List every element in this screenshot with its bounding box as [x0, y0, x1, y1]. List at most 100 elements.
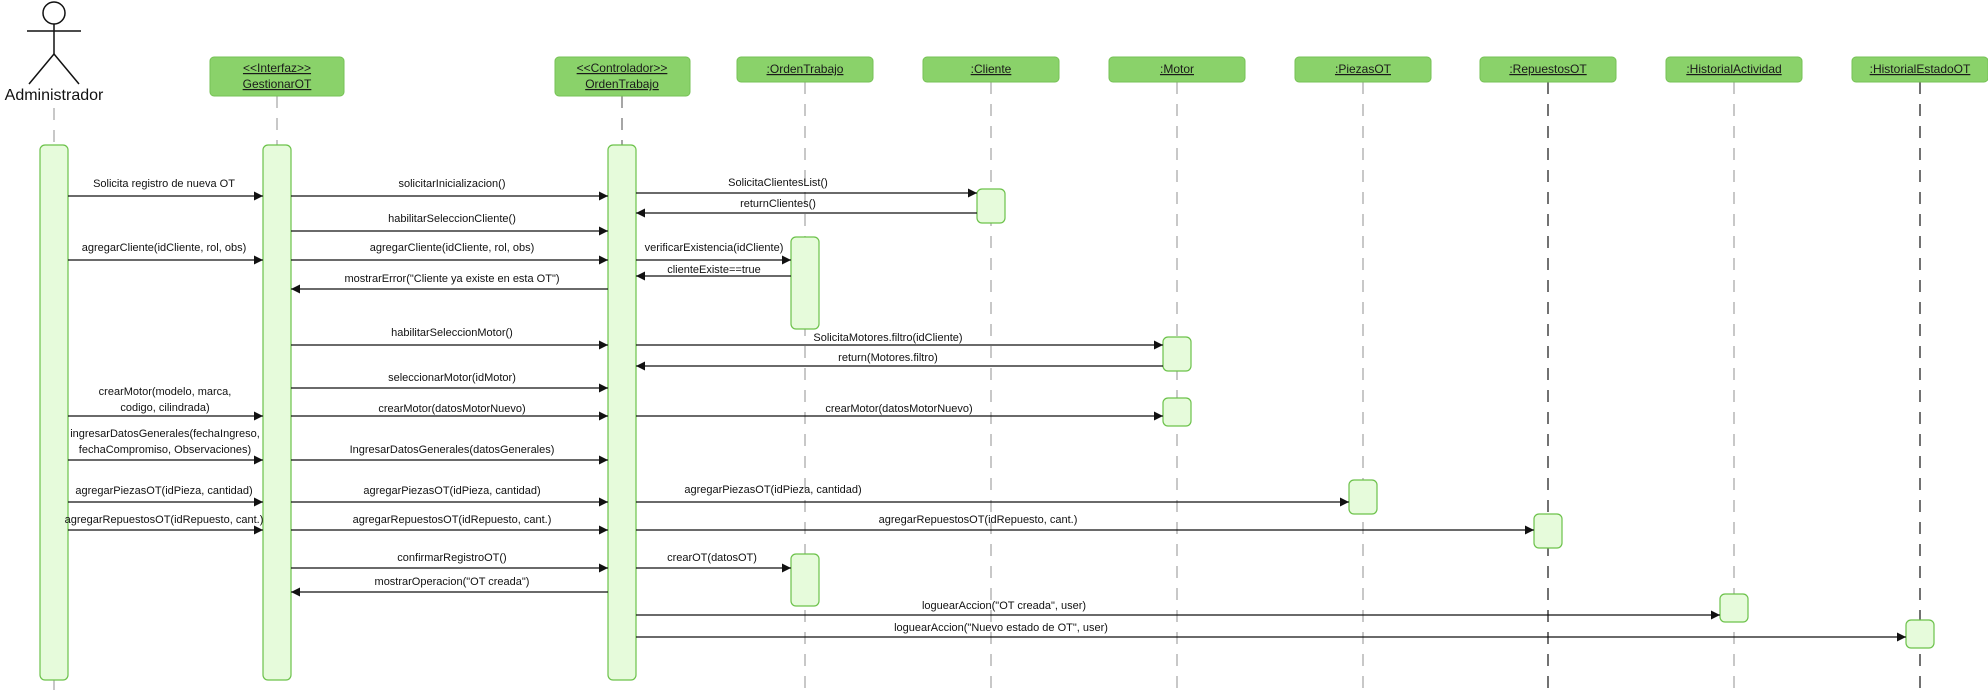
message-ctrl-to-repuestos: agregarRepuestosOT(idRepuesto, cant.) — [636, 514, 1534, 535]
messages: Solicita registro de nueva OT solicitarIn… — [65, 177, 1906, 642]
participant-name: :HistorialEstadoOT — [1870, 62, 1971, 76]
message-label: solicitarInicializacion() — [399, 178, 506, 190]
actor-label: Administrador — [5, 87, 104, 104]
message-label: return(Motores.filtro) — [838, 352, 938, 364]
message-gestion-to-ctrl: habilitarSeleccionCliente() — [291, 213, 608, 236]
message-label: seleccionarMotor(idMotor) — [388, 372, 516, 384]
message-ctrl-to-cliente: SolicitaClientesList() — [636, 177, 977, 198]
participant-ordentrabajo: :OrdenTrabajo — [736, 56, 874, 83]
message-gestion-to-ctrl: agregarPiezasOT(idPieza, cantidad) — [291, 485, 608, 507]
message-label: agregarPiezasOT(idPieza, cantidad) — [363, 485, 540, 497]
message-orden-to-ctrl: clienteExiste==true — [636, 264, 791, 281]
activation-bar — [262, 144, 292, 681]
message-gestion-to-ctrl: agregarRepuestosOT(idRepuesto, cant.) — [291, 514, 608, 535]
message-ctrl-to-orden: verificarExistencia(idCliente) — [636, 242, 791, 265]
message-gestion-to-ctrl: seleccionarMotor(idMotor) — [291, 372, 608, 393]
message-label: Solicita registro de nueva OT — [93, 178, 235, 190]
message-label: crearMotor(datosMotorNuevo) — [378, 403, 525, 415]
activation-bars — [39, 144, 1935, 681]
message-ctrl-to-orden: crearOT(datosOT) — [636, 552, 791, 573]
message-cliente-to-ctrl: returnClientes() — [636, 198, 977, 218]
message-label: returnClientes() — [740, 198, 816, 210]
message-admin-to-gestion: crearMotor(modelo, marca, codigo, cilindr… — [68, 386, 263, 421]
message-label: mostrarError("Cliente ya existe en esta … — [344, 273, 559, 285]
participant-name: :HistorialActividad — [1686, 62, 1781, 76]
message-label: clienteExiste==true — [667, 264, 761, 276]
activation-bar — [39, 144, 69, 681]
participant-gestionarot: <<Interfaz>> GestionarOT — [209, 56, 345, 97]
message-admin-to-gestion: agregarPiezasOT(idPieza, cantidad) — [68, 485, 263, 507]
message-label: loguearAccion("Nuevo estado de OT", user… — [894, 622, 1108, 634]
message-label: agregarCliente(idCliente, rol, obs) — [370, 242, 534, 254]
participant-cliente: :Cliente — [922, 56, 1060, 83]
participant-piezasot: :PiezasOT — [1294, 56, 1432, 83]
message-label: SolicitaMotores.filtro(idCliente) — [813, 332, 962, 344]
participant-repuestosot: :RepuestosOT — [1479, 56, 1617, 83]
message-label: confirmarRegistroOT() — [397, 552, 506, 564]
participant-historialestadoot: :HistorialEstadoOT — [1851, 56, 1988, 83]
message-label: agregarPiezasOT(idPieza, cantidad) — [684, 484, 861, 496]
message-admin-to-gestion: Solicita registro de nueva OT — [68, 178, 263, 201]
participant-historialactividad: :HistorialActividad — [1665, 56, 1803, 83]
message-gestion-to-ctrl: crearMotor(datosMotorNuevo) — [291, 403, 608, 421]
participant-stereotype: <<Controlador>> — [577, 61, 668, 75]
activation-bar — [1905, 619, 1935, 649]
message-label: crearOT(datosOT) — [667, 552, 757, 564]
message-ctrl-to-historial: loguearAccion("OT creada", user) — [636, 600, 1720, 620]
message-label: codigo, cilindrada) — [120, 402, 209, 414]
message-gestion-to-ctrl: solicitarInicializacion() — [291, 178, 608, 201]
message-label: crearMotor(datosMotorNuevo) — [825, 403, 972, 415]
participant-name: :PiezasOT — [1335, 62, 1392, 76]
message-ctrl-to-estado: loguearAccion("Nuevo estado de OT", user… — [636, 622, 1906, 642]
message-gestion-to-ctrl: agregarCliente(idCliente, rol, obs) — [291, 242, 608, 265]
message-ctrl-to-motor: crearMotor(datosMotorNuevo) — [636, 403, 1163, 421]
participant-name: OrdenTrabajo — [585, 77, 659, 91]
message-ctrl-to-gestion: mostrarOperacion("OT creada") — [291, 576, 608, 597]
message-gestion-to-ctrl: confirmarRegistroOT() — [291, 552, 608, 573]
message-label: agregarPiezasOT(idPieza, cantidad) — [75, 485, 252, 497]
message-gestion-to-ctrl: habilitarSeleccionMotor() — [291, 327, 608, 350]
message-motor-to-ctrl: return(Motores.filtro) — [636, 352, 1163, 371]
message-label: habilitarSeleccionCliente() — [388, 213, 516, 225]
participant-name: :Cliente — [971, 62, 1012, 76]
message-admin-to-gestion: agregarRepuestosOT(idRepuesto, cant.) — [65, 514, 264, 535]
message-label: SolicitaClientesList() — [728, 177, 828, 189]
message-admin-to-gestion: agregarCliente(idCliente, rol, obs) — [68, 242, 263, 265]
participant-motor: :Motor — [1108, 56, 1246, 83]
activation-bar — [1162, 336, 1192, 372]
participant-controlador: <<Controlador>> OrdenTrabajo — [554, 56, 691, 97]
activation-bar — [607, 144, 637, 681]
actor-administrador: Administrador — [5, 1, 104, 104]
message-admin-to-gestion: ingresarDatosGenerales(fechaIngreso, fech… — [68, 428, 263, 465]
message-label: agregarRepuestosOT(idRepuesto, cant.) — [65, 514, 264, 526]
message-label: mostrarOperacion("OT creada") — [375, 576, 530, 588]
lifelines — [53, 82, 1921, 690]
message-label: habilitarSeleccionMotor() — [391, 327, 513, 339]
message-label: loguearAccion("OT creada", user) — [922, 600, 1086, 612]
activation-bar — [790, 236, 820, 330]
message-label: ingresarDatosGenerales(fechaIngreso, — [70, 428, 260, 440]
message-label: agregarRepuestosOT(idRepuesto, cant.) — [353, 514, 552, 526]
participant-name: GestionarOT — [243, 77, 312, 91]
message-ctrl-to-piezas: agregarPiezasOT(idPieza, cantidad) — [636, 484, 1349, 507]
activation-bar — [790, 553, 820, 607]
activation-bar — [1533, 513, 1563, 549]
message-gestion-to-ctrl: IngresarDatosGenerales(datosGenerales) — [291, 444, 608, 465]
message-label: fechaCompromiso, Observaciones) — [79, 444, 251, 456]
participant-headers: <<Interfaz>> GestionarOT <<Controlador>>… — [209, 56, 1988, 97]
message-ctrl-to-gestion: mostrarError("Cliente ya existe en esta … — [291, 273, 608, 294]
participant-stereotype: <<Interfaz>> — [243, 61, 311, 75]
participant-name: :OrdenTrabajo — [767, 62, 844, 76]
participant-name: :Motor — [1160, 62, 1194, 76]
participant-name: :RepuestosOT — [1509, 62, 1587, 76]
stick-figure-icon — [27, 1, 81, 85]
activation-bar — [1162, 397, 1192, 427]
message-label: IngresarDatosGenerales(datosGenerales) — [350, 444, 555, 456]
activation-bar — [976, 188, 1006, 224]
activation-bar — [1348, 479, 1378, 515]
message-label: crearMotor(modelo, marca, — [99, 386, 232, 398]
message-label: agregarCliente(idCliente, rol, obs) — [82, 242, 246, 254]
message-label: agregarRepuestosOT(idRepuesto, cant.) — [879, 514, 1078, 526]
activation-bar — [1719, 593, 1749, 623]
